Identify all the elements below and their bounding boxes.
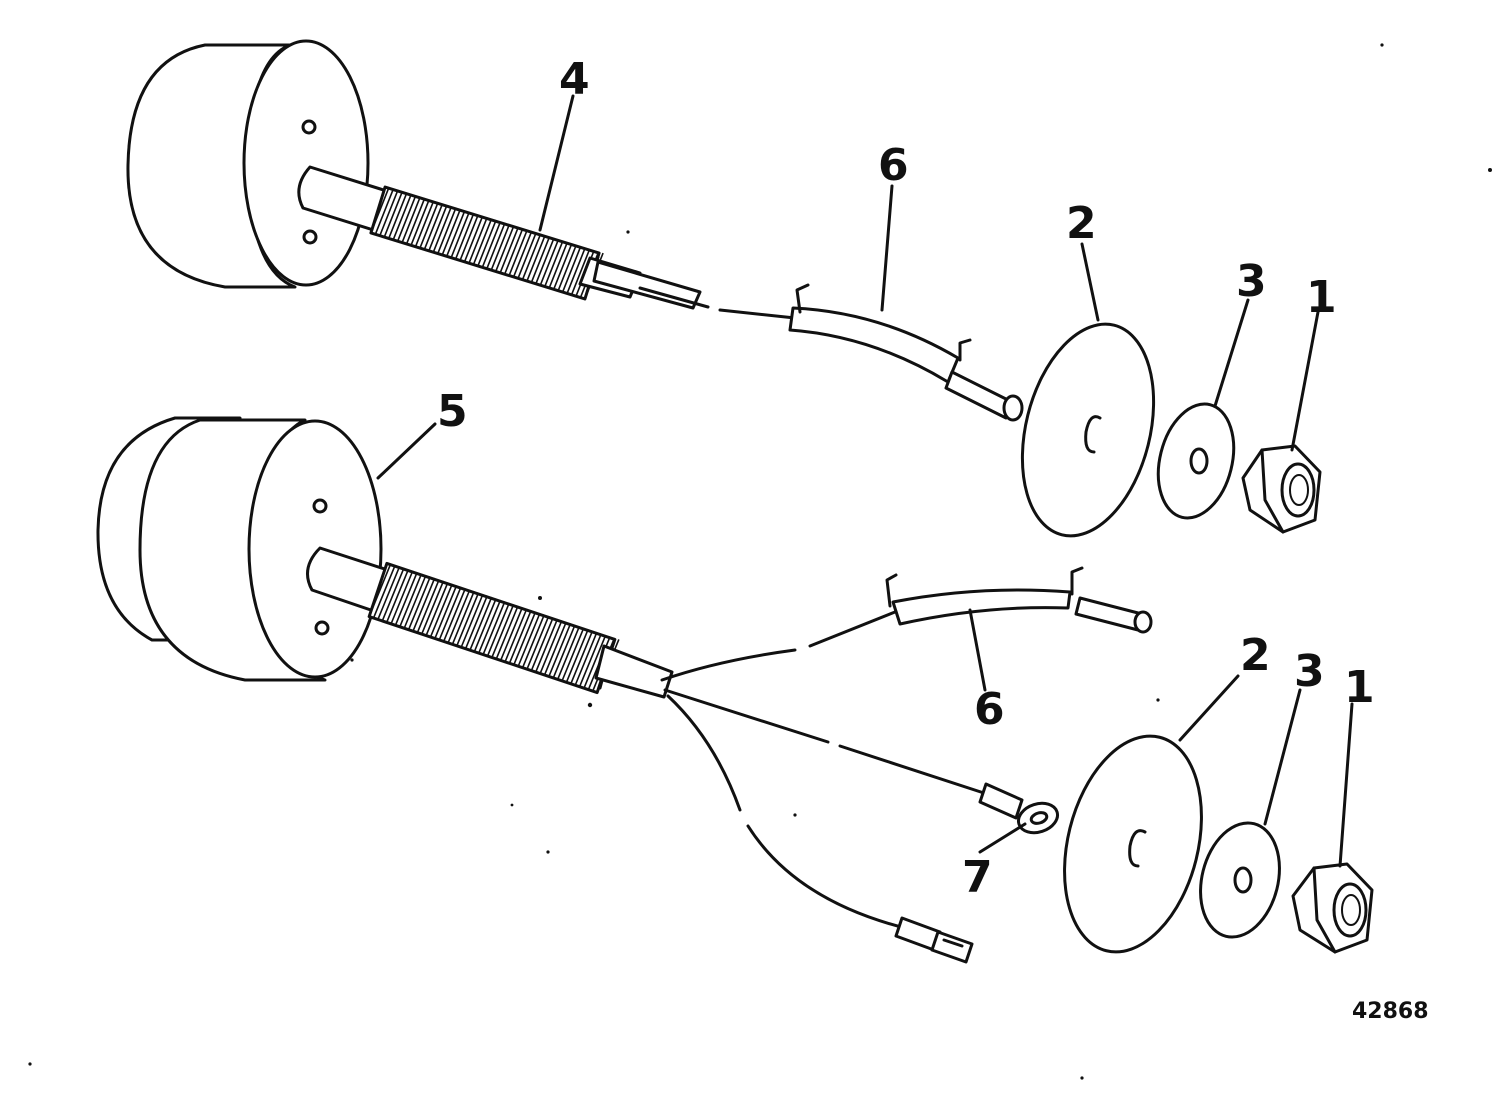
lower-hex-nut-1: [1291, 862, 1374, 954]
callout-3-top: 3: [1236, 256, 1267, 307]
upper-large-washer-2: [1020, 322, 1156, 538]
upper-lead-6: [638, 283, 1024, 422]
upper-shaft: [297, 165, 702, 310]
callout-1-bottom: 1: [1344, 662, 1375, 713]
lower-lead-7: [663, 688, 1060, 835]
upper-housing: [126, 39, 370, 289]
callout-4: 4: [559, 54, 590, 105]
callout-7: 7: [962, 852, 993, 903]
callout-2-bottom: 2: [1240, 630, 1271, 681]
figure-number: 42868: [1352, 999, 1429, 1024]
lower-assembly: [96, 416, 1374, 964]
callout-labels: 4 6 2 3 1 5 6 2 3 1 7 42868: [437, 54, 1429, 1024]
callout-1-top: 1: [1306, 272, 1337, 323]
lower-lead-spade: [666, 694, 974, 964]
upper-small-washer-3: [1156, 402, 1236, 520]
lower-housing: [96, 416, 383, 682]
lower-small-washer-3: [1199, 821, 1281, 939]
callout-3-bottom: 3: [1294, 646, 1325, 697]
callout-6-bottom: 6: [974, 684, 1005, 735]
lower-lead-6: [660, 566, 1153, 682]
lower-large-washer-2: [1063, 734, 1203, 954]
lower-shaft: [306, 546, 674, 699]
upper-hex-nut-1: [1241, 444, 1322, 534]
upper-assembly: [126, 39, 1322, 538]
callout-6-top: 6: [878, 140, 909, 191]
leader-lines: [376, 94, 1354, 868]
callout-2-top: 2: [1066, 198, 1097, 249]
scan-speckles: [28, 43, 1492, 1080]
callout-5: 5: [437, 386, 468, 437]
